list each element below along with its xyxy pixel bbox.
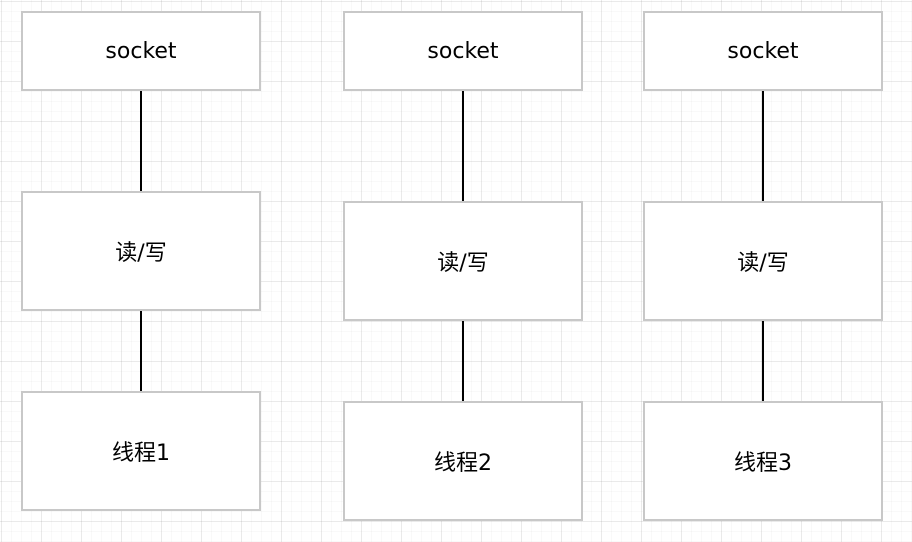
- socket-node-1[interactable]: socket: [21, 11, 261, 91]
- thread-node-2-label: 线程2: [434, 451, 492, 476]
- socket-node-2-label: socket: [427, 38, 499, 64]
- socket-node-3-label: socket: [727, 38, 799, 64]
- connector-socket-rw-3: [762, 91, 764, 201]
- connector-rw-thread-1: [140, 311, 142, 391]
- read-write-node-2-label: 读/写: [437, 251, 489, 276]
- thread-node-3-label: 线程3: [734, 451, 792, 476]
- connector-rw-thread-3: [762, 321, 764, 401]
- thread-node-3[interactable]: 线程3: [643, 401, 883, 521]
- read-write-node-3[interactable]: 读/写: [643, 201, 883, 321]
- read-write-node-1-label: 读/写: [115, 241, 167, 266]
- thread-node-1[interactable]: 线程1: [21, 391, 261, 511]
- connector-rw-thread-2: [462, 321, 464, 401]
- connector-socket-rw-1: [140, 91, 142, 191]
- read-write-node-3-label: 读/写: [737, 251, 789, 276]
- read-write-node-2[interactable]: 读/写: [343, 201, 583, 321]
- connector-socket-rw-2: [462, 91, 464, 201]
- socket-node-3[interactable]: socket: [643, 11, 883, 91]
- thread-node-1-label: 线程1: [112, 441, 170, 466]
- socket-node-2[interactable]: socket: [343, 11, 583, 91]
- read-write-node-1[interactable]: 读/写: [21, 191, 261, 311]
- socket-node-1-label: socket: [105, 38, 177, 64]
- thread-node-2[interactable]: 线程2: [343, 401, 583, 521]
